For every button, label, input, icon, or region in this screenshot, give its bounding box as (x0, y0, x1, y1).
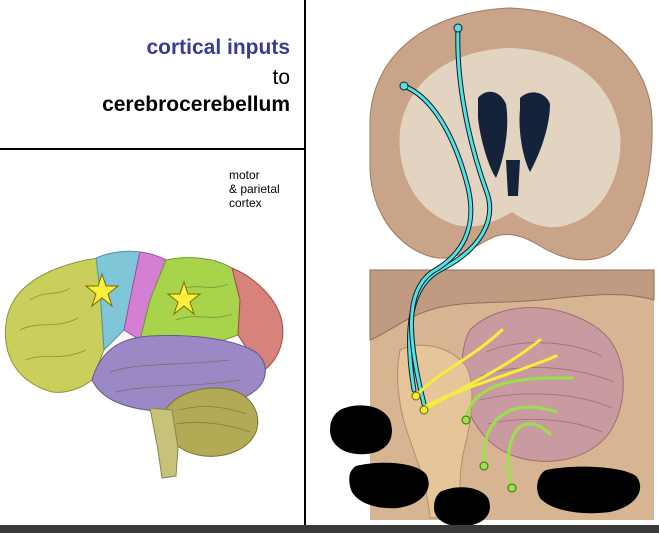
cortex-label-line-2: & parietal (229, 182, 280, 196)
pontine-nucleus-yellow-1 (411, 391, 421, 401)
redaction-blob-2 (349, 462, 429, 509)
sagittal-section (369, 269, 655, 520)
third-ventricle (506, 160, 520, 196)
motor-strip (95, 250, 141, 352)
pontocerebellar-fiber-1 (414, 328, 504, 398)
motor-cortex-star (84, 272, 120, 308)
pontocerebellar-fiber-2 (422, 338, 542, 412)
title-line-1: cortical inputs (146, 36, 290, 59)
lateral-brain (4, 250, 284, 479)
coronal-white-matter (399, 48, 621, 228)
frontal-lobe (4, 257, 105, 393)
parietal-corticopontine-tract (402, 84, 473, 406)
redaction-blob-3 (434, 487, 490, 527)
pontocerebellar-fiber-3 (424, 354, 558, 408)
coronal-section (369, 7, 653, 261)
cerebellar-fiber-green-3 (507, 422, 552, 490)
pontine-nucleus-green-2 (479, 461, 489, 471)
cerebellar-fiber-green-1 (464, 376, 574, 422)
gyri-lines (19, 283, 251, 433)
somatosensory-strip (123, 251, 167, 341)
title-line-2: to (272, 66, 290, 89)
cerebral-hemisphere-sagittal (369, 269, 655, 341)
bottom-bar (0, 525, 659, 533)
pontine-nucleus-green-3 (507, 483, 517, 493)
cerebellum (163, 387, 259, 457)
lateral-brain-panel (0, 150, 306, 525)
cortex-label-line-1: motor (229, 168, 260, 182)
parietal-tract-origin (399, 81, 409, 91)
pontine-nucleus-yellow-2 (419, 405, 429, 415)
cerebellar-fiber-green-2 (482, 405, 558, 468)
lateral-ventricles (478, 91, 550, 178)
title-line-3: cerebrocerebellum (102, 93, 290, 116)
title-panel: cortical inputs to cerebrocerebellum (0, 0, 306, 150)
pontine-nucleus-green-1 (461, 415, 471, 425)
cortical-pathways (399, 23, 574, 493)
cortex-label: motor & parietal cortex (229, 168, 280, 210)
redaction-blob-1 (330, 405, 392, 455)
cortex-label-line-3: cortex (229, 196, 262, 210)
redaction-blob-4 (537, 466, 641, 514)
redaction-blobs (330, 405, 641, 527)
parietal-cortex-star (166, 280, 202, 316)
brainstem (149, 407, 179, 479)
motor-tract-origin (453, 23, 463, 33)
